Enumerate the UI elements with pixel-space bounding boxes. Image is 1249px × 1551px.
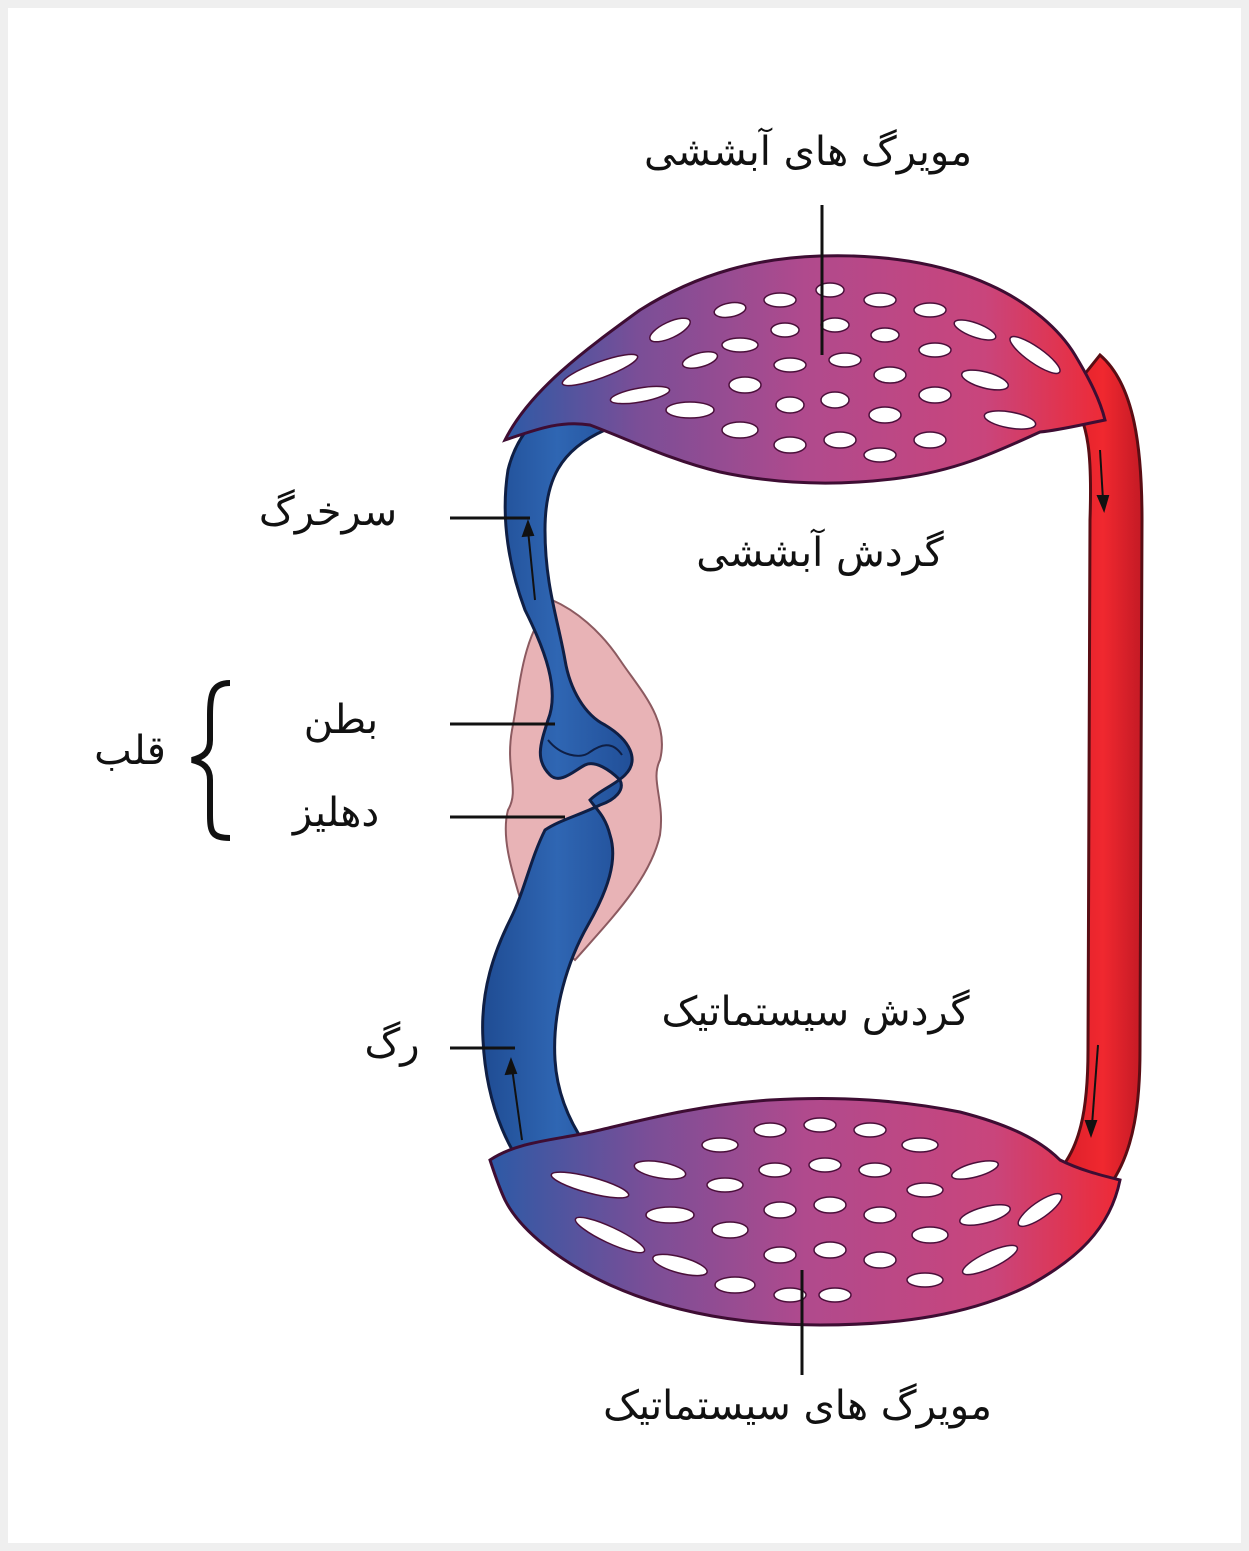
heart-label: قلب <box>80 731 180 771</box>
gill-capillaries-label: مویرگ های آبششی <box>612 132 1004 172</box>
heart-bracket <box>192 683 230 838</box>
gill-circulation-label: گردش آبششی <box>670 533 970 573</box>
atrium-label: دهلیز <box>276 793 396 833</box>
systemic-capillaries-label: مویرگ های سیستماتیک <box>560 1386 1035 1426</box>
vein-label: رگ <box>352 1024 432 1064</box>
ventricle-label: بطن <box>286 700 396 740</box>
artery-label: سرخرگ <box>240 492 416 532</box>
systemic-circulation-label: گردش سیستماتیک <box>628 992 1003 1032</box>
dorsal-aorta-vessel <box>1055 355 1142 1185</box>
